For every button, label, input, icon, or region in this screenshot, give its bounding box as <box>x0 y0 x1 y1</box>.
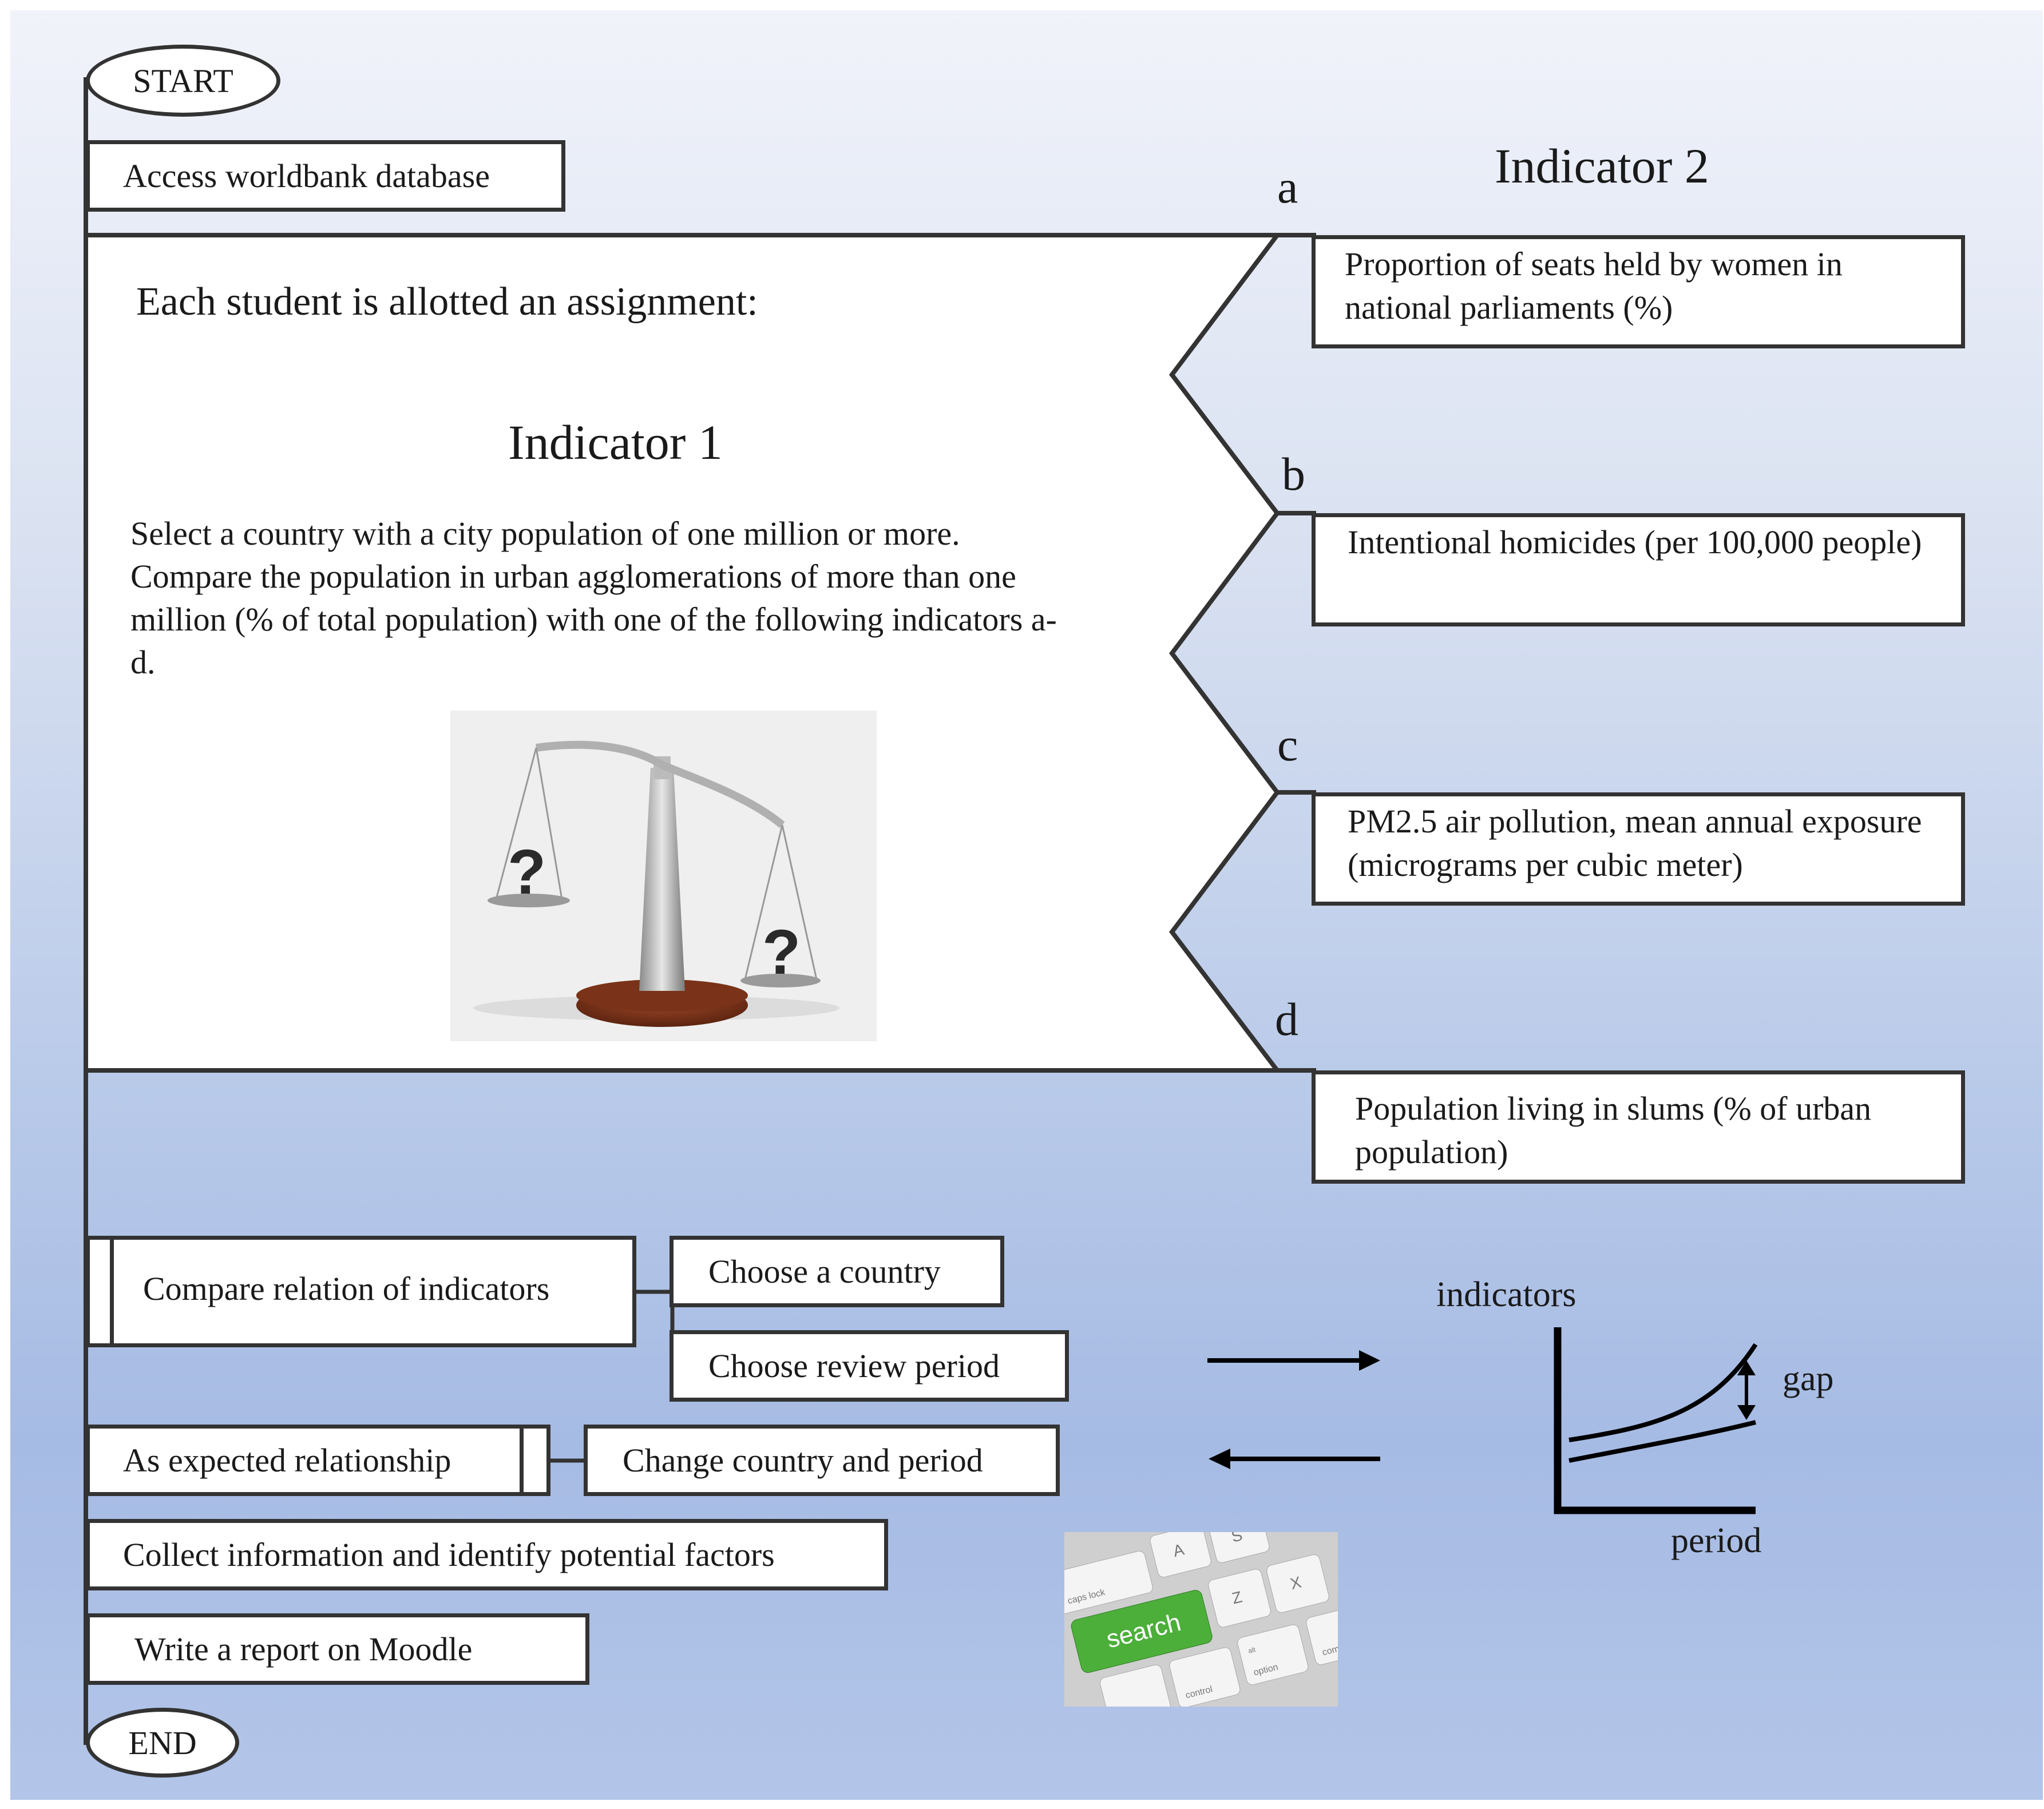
indicator2-option-d-text: Population living in slums (% of urban p… <box>1355 1090 1872 1171</box>
scale-left-mark: ? <box>508 837 546 907</box>
option-letter-a: a <box>1277 161 1298 213</box>
indicator2-option-b <box>1312 513 1965 626</box>
end-label: END <box>128 1724 197 1762</box>
access-database-step <box>86 140 565 212</box>
choose-period-step <box>670 1330 1069 1402</box>
key-letter-s: S <box>1230 1532 1245 1546</box>
collect-information-step <box>86 1519 888 1590</box>
choose-period-label: Choose review period <box>708 1347 1000 1384</box>
as-expected-label: As expected relationship <box>123 1442 451 1479</box>
mini-gap-chart <box>1554 1327 1758 1514</box>
mini-chart-x-label: period <box>1671 1521 1762 1560</box>
indicator2-option-a-text: Proportion of seats held by women in nat… <box>1345 245 1843 326</box>
balance-scale-image: ? ? <box>450 711 877 1041</box>
indicator2-option-b-text: Intentional homicides (per 100,000 peopl… <box>1348 523 1922 561</box>
indicator2-option-a <box>1312 235 1965 348</box>
mini-chart-gap-label: gap <box>1782 1359 1834 1398</box>
access-database-label: Access worldbank database <box>123 157 490 195</box>
assignment-intro: Each student is allotted an assignment: <box>136 280 758 324</box>
choose-country-step <box>670 1236 1004 1307</box>
compare-step-inner <box>110 1236 636 1347</box>
collect-information-label: Collect information and identify potenti… <box>123 1536 775 1573</box>
change-country-step <box>584 1425 1060 1496</box>
arrow-left <box>1209 1449 1380 1469</box>
choose-country-label: Choose a country <box>708 1253 941 1290</box>
mini-chart-y-label: indicators <box>1436 1275 1576 1314</box>
change-country-label: Change country and period <box>623 1442 983 1479</box>
indicator2-title: Indicator 2 <box>1495 138 1709 193</box>
assignment-panel-shape <box>84 233 1282 1073</box>
start-terminal: START <box>86 45 280 117</box>
indicator1-title: Indicator 1 <box>508 415 723 470</box>
option-letter-c: c <box>1277 719 1298 771</box>
indicator2-option-c-text: PM2.5 air pollution, mean annual exposur… <box>1348 803 1922 883</box>
option-letter-d: d <box>1275 993 1298 1045</box>
option-letter-b: b <box>1282 448 1305 500</box>
indicator2-option-c <box>1312 792 1965 906</box>
keyboard-search-image: caps lock A S search Z X control option … <box>1064 1532 1338 1707</box>
end-terminal: END <box>86 1708 239 1778</box>
scale-right-mark: ? <box>762 917 801 987</box>
arrow-right <box>1207 1350 1380 1371</box>
as-expected-step-inner <box>86 1425 524 1496</box>
key-alt: alt <box>1247 1645 1257 1655</box>
indicator2-option-d <box>1312 1070 1965 1184</box>
start-label: START <box>133 62 233 100</box>
indicator1-description: Select a country with a city population … <box>130 515 1057 681</box>
write-report-step <box>86 1613 589 1685</box>
compare-step-label: Compare relation of indicators <box>143 1270 550 1307</box>
write-report-label: Write a report on Moodle <box>134 1631 473 1668</box>
